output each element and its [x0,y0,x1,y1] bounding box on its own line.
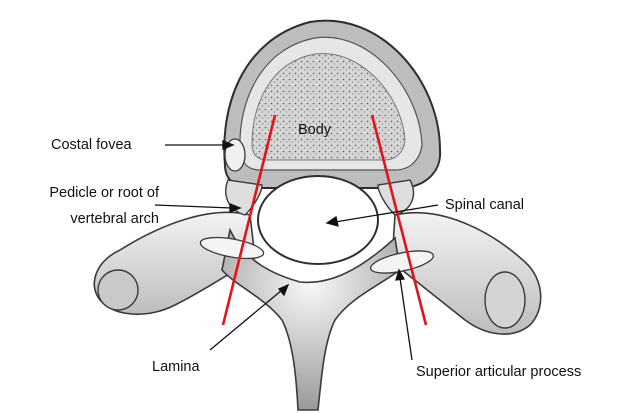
left-transverse-tip [98,270,138,310]
label-pedicle-line2: vertebral arch [12,210,159,228]
superior-articular-process-leader [400,278,412,360]
pedicle-leader [155,205,232,208]
spinal-canal [258,176,378,264]
label-superior-articular-process: Superior articular process [416,363,581,381]
label-costal-fovea: Costal fovea [51,136,132,154]
label-pedicle-line1: Pedicle or root of [12,184,159,202]
right-transverse-tip [485,272,525,328]
lamina-leader [210,290,282,350]
label-spinal-canal: Spinal canal [445,196,524,214]
label-lamina: Lamina [152,358,200,376]
label-body: Body [298,121,331,139]
